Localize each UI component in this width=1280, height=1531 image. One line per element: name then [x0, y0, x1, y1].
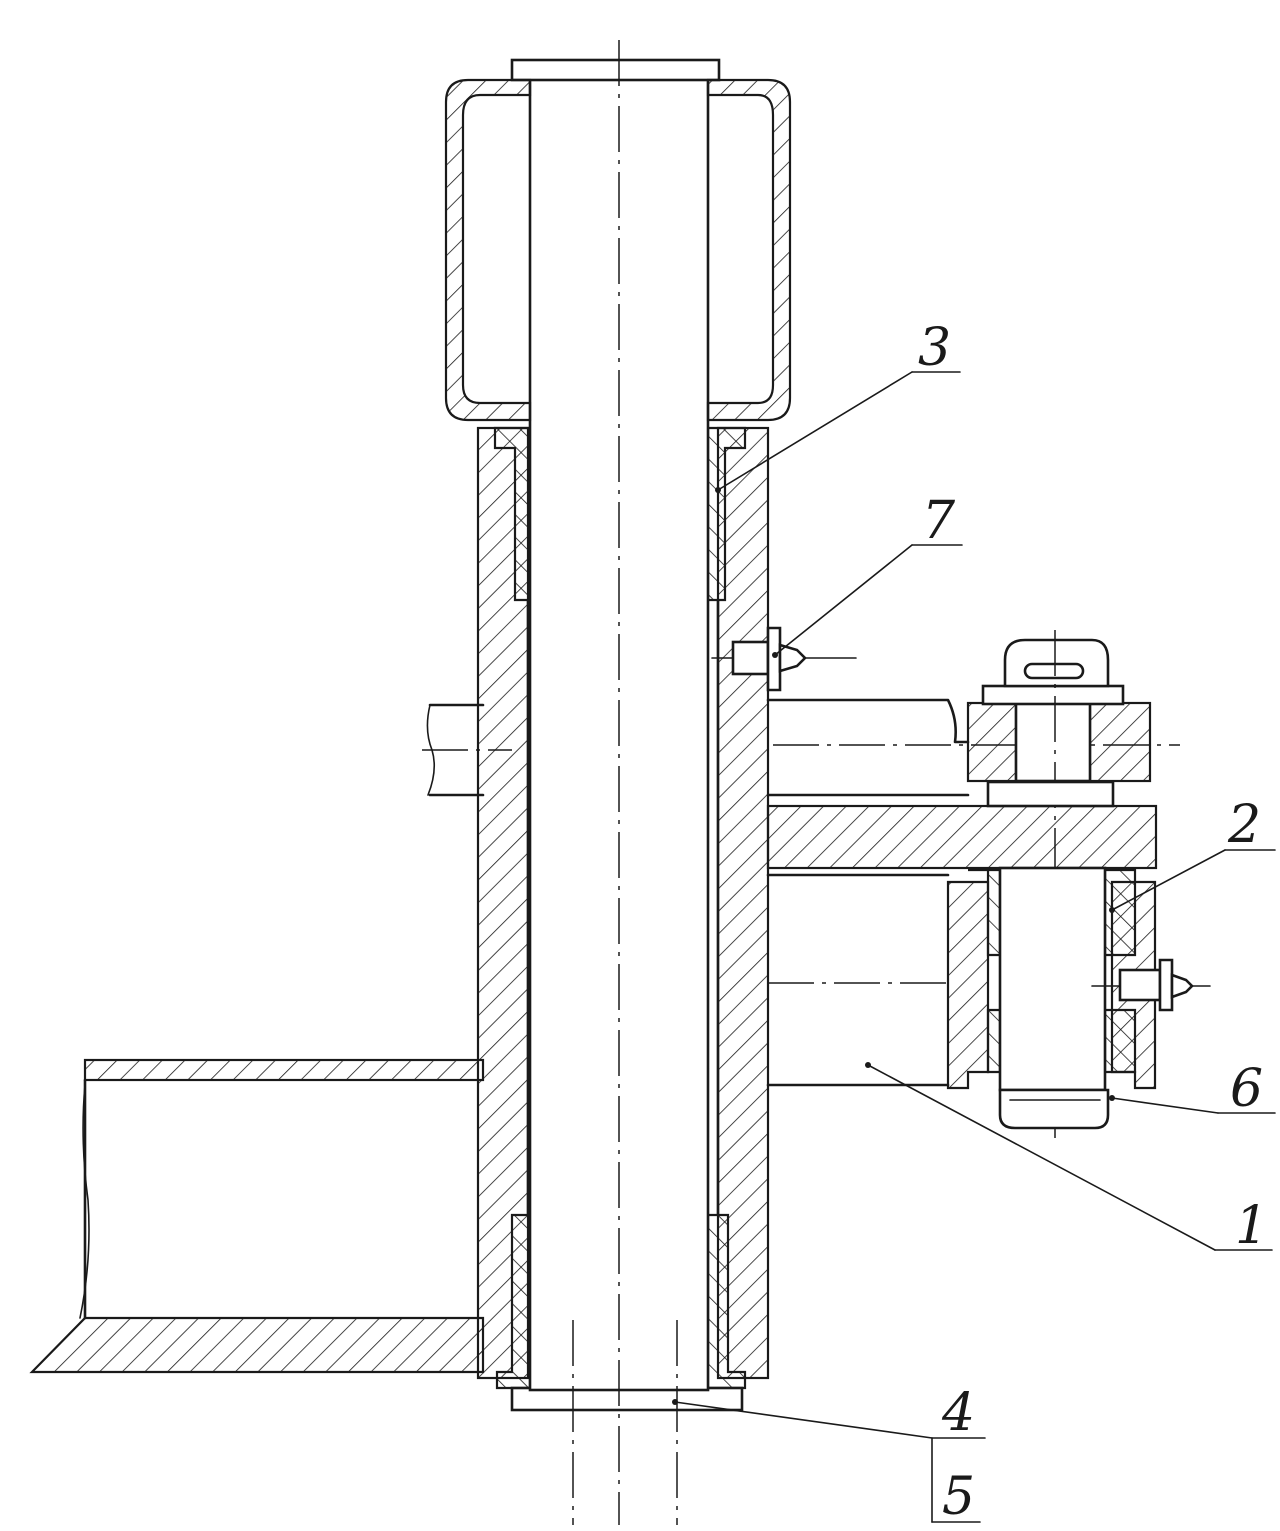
grease-fitting-lower: [1091, 958, 1211, 1012]
label-part-6: 6: [1230, 1059, 1263, 1119]
callouts: [672, 371, 1276, 1523]
label-part-1: 1: [1235, 1196, 1268, 1256]
part-labels: 3 7 2 6 1 4 5: [918, 318, 1268, 1527]
label-part-3: 3: [918, 318, 951, 378]
label-part-5: 5: [942, 1467, 975, 1527]
label-part-2: 2: [1227, 795, 1261, 855]
central-pin: [510, 40, 721, 1525]
label-part-7: 7: [922, 491, 956, 551]
left-stub-shaft: [422, 703, 512, 797]
knuckle-housing: [766, 866, 1157, 1130]
label-part-4: 4: [941, 1383, 975, 1443]
steering-arm: [766, 630, 1180, 1140]
grease-fitting-upper: [711, 626, 857, 692]
lower-beam-tube: [29, 1058, 485, 1374]
upper-box-beam: [444, 78, 792, 422]
